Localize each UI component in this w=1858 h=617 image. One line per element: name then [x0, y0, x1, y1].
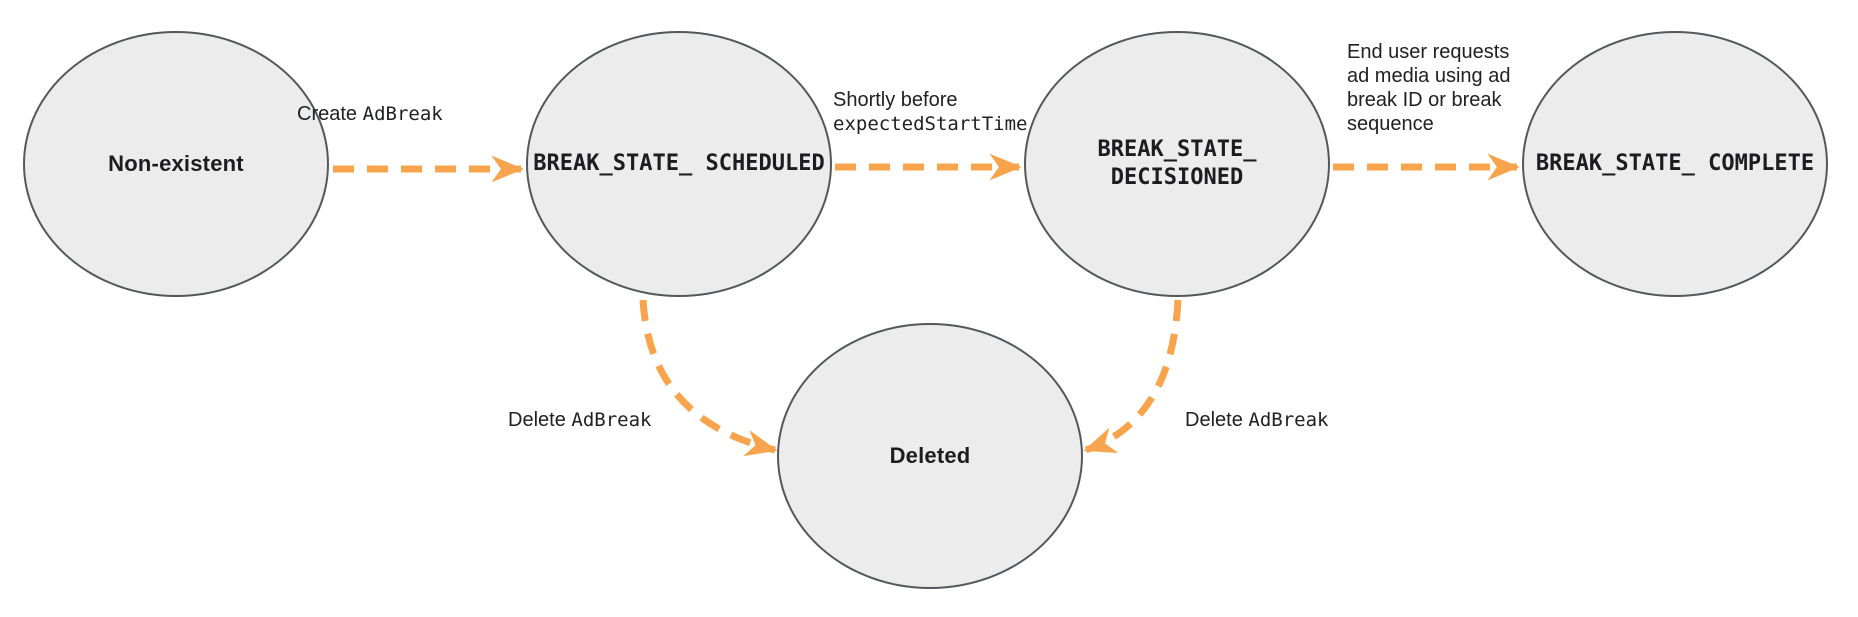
arrow-decisioned-to-deleted: [1083, 299, 1182, 454]
state-label: BREAK_STATE_ DECISIONED: [1097, 137, 1257, 190]
state-node-deleted: Deleted: [777, 323, 1083, 589]
state-label: Non-existent: [108, 151, 244, 176]
arrow-scheduled-to-deleted: [639, 299, 778, 457]
edge-label-shortly-before-expectedstarttime: Shortly before expectedStartTime: [833, 89, 1028, 135]
state-node-non-existent: Non-existent: [23, 31, 329, 297]
state-node-break-state-complete: BREAK_STATE_ COMPLETE: [1522, 31, 1828, 297]
state-label: BREAK_STATE_ COMPLETE: [1535, 151, 1815, 176]
state-node-break-state-decisioned: BREAK_STATE_ DECISIONED: [1024, 31, 1330, 297]
state-label: Deleted: [889, 443, 971, 468]
state-node-break-state-scheduled: BREAK_STATE_ SCHEDULED: [526, 31, 832, 297]
state-label: BREAK_STATE_ SCHEDULED: [533, 151, 825, 176]
edge-label-end-user-requests: End user requests ad media using ad brea…: [1347, 41, 1511, 135]
